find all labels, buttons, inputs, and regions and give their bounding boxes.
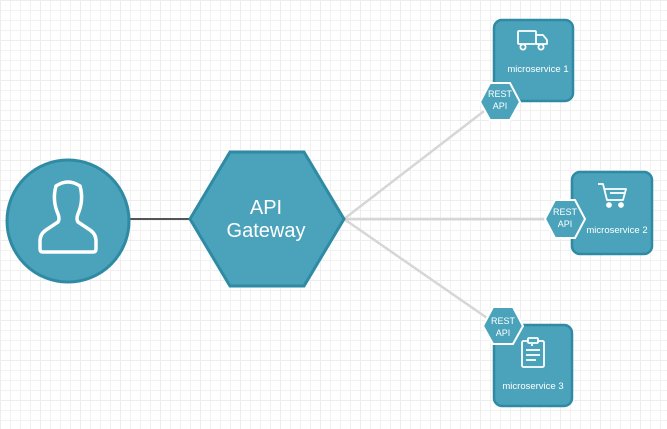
microservice-1-node[interactable]: microservice 1 — [492, 18, 575, 103]
service-1-badge-line1: REST — [488, 89, 513, 99]
service-2-badge-line2: API — [558, 219, 573, 229]
microservice-3-label: microservice 3 — [502, 381, 563, 392]
service-2-api-badge[interactable]: REST API — [543, 199, 587, 239]
microservice-3-node[interactable]: microservice 3 — [492, 323, 574, 408]
service-3-api-badge[interactable]: REST API — [481, 306, 525, 345]
connector-gateway-service1 — [343, 107, 489, 220]
truck-icon — [517, 30, 548, 51]
service-3-badge-line2: API — [496, 328, 511, 338]
service-3-badge-line1: REST — [491, 316, 516, 326]
shopping-cart-icon — [598, 183, 627, 208]
microservice-2-label: microservice 2 — [586, 225, 647, 236]
gateway-label-line1: API — [250, 197, 282, 219]
clipboard-icon — [521, 337, 545, 368]
service-1-api-badge[interactable]: REST API — [478, 82, 522, 121]
connector-gateway-service3 — [343, 217, 491, 322]
gateway-label-line2: Gateway — [227, 220, 306, 242]
service-1-badge-line2: API — [493, 101, 508, 111]
user-node[interactable] — [5, 158, 131, 284]
user-icon — [38, 180, 98, 254]
microservice-1-label: microservice 1 — [507, 64, 568, 75]
service-2-badge-line1: REST — [553, 207, 578, 217]
microservice-2-node[interactable]: microservice 2 — [570, 170, 654, 256]
api-gateway-node[interactable]: API Gateway — [188, 150, 346, 288]
